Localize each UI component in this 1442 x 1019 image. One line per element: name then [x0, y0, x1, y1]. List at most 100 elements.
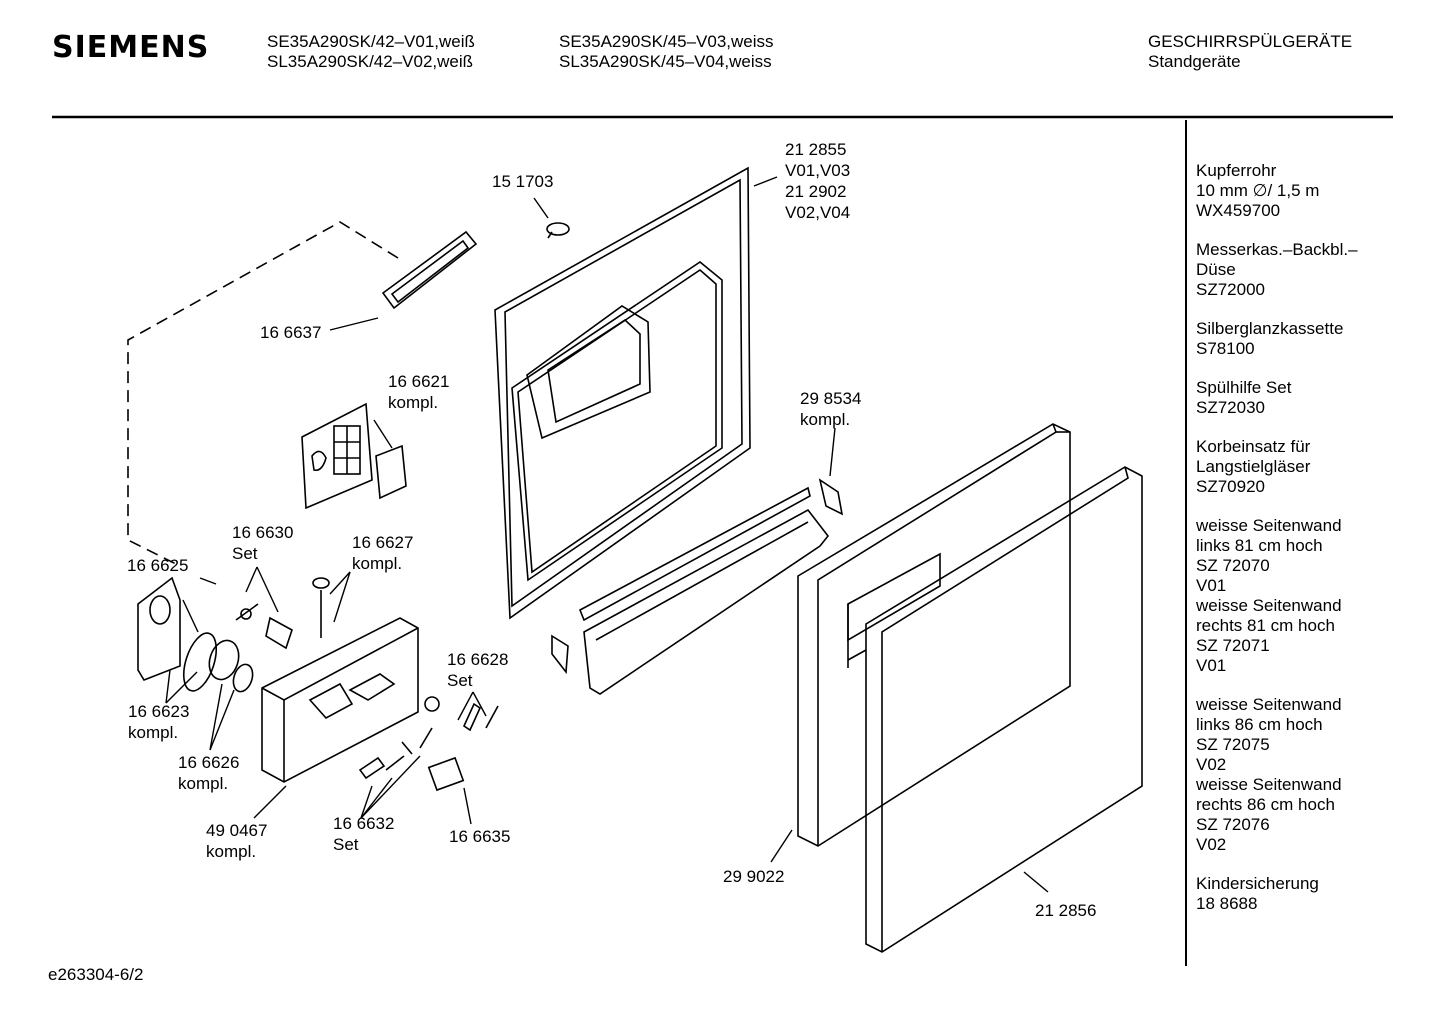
- profile-strip-part: [551, 478, 844, 695]
- accessory-line: SZ 72075: [1196, 735, 1270, 754]
- model-item: SL35A290SK/45–V04,weiss: [559, 52, 772, 71]
- accessory-item: Korbeinsatz für Langstielgläser SZ70920: [1196, 437, 1436, 497]
- accessory-line: SZ72000: [1196, 280, 1265, 299]
- part-number: 49 0467: [206, 821, 268, 840]
- part-label-298534: 29 8534 kompl.: [800, 388, 861, 430]
- accessory-line: V02: [1196, 755, 1227, 774]
- accessory-line: Messerkas.–Backbl.–: [1196, 240, 1358, 259]
- leader-lines: [165, 176, 1049, 893]
- category-block: GESCHIRRSPÜLGERÄTE Standgeräte: [1148, 32, 1352, 72]
- accessory-line: rechts 81 cm hoch: [1196, 616, 1335, 635]
- accessory-item: weisse Seitenwand links 86 cm hoch SZ 72…: [1196, 695, 1436, 855]
- screw-part: [546, 222, 570, 239]
- accessory-line: Spülhilfe Set: [1196, 378, 1292, 397]
- accessory-line: SZ 72070: [1196, 556, 1270, 575]
- accessory-line: weisse Seitenwand: [1196, 695, 1342, 714]
- part-label-212856: 21 2856: [1035, 901, 1097, 920]
- part-note: kompl.: [128, 723, 179, 742]
- part-variant: V02,V04: [785, 203, 851, 222]
- accessory-line: V01: [1196, 656, 1227, 675]
- rinse-aid-cap-part: [137, 576, 254, 693]
- part-note: Set: [333, 835, 359, 854]
- accessory-line: Kindersicherung: [1196, 874, 1319, 893]
- accessory-line: Korbeinsatz für: [1196, 437, 1311, 456]
- part-note: kompl.: [178, 774, 229, 793]
- part-number: 29 8534: [800, 389, 862, 408]
- part-number: 16 6632: [333, 814, 395, 833]
- accessory-line: links 81 cm hoch: [1196, 536, 1323, 555]
- part-label-166626: 16 6626 kompl.: [178, 752, 239, 794]
- accessory-item: Kindersicherung 18 8688: [1196, 874, 1436, 914]
- drawing-id: e263304-6/2: [48, 965, 144, 984]
- part-note: kompl.: [352, 554, 403, 573]
- category-title: GESCHIRRSPÜLGERÄTE: [1148, 32, 1353, 51]
- part-label-166625: 16 6625: [127, 556, 189, 575]
- accessory-line: V02: [1196, 835, 1227, 854]
- part-label-166623: 16 6623 kompl.: [128, 701, 189, 743]
- small-parts: [358, 696, 499, 792]
- brand-logo: SIEMENS: [52, 30, 210, 65]
- part-label-166637: 16 6637: [260, 323, 322, 342]
- part-number: 16 6630: [232, 523, 294, 542]
- accessory-item: weisse Seitenwand links 81 cm hoch SZ 72…: [1196, 516, 1436, 676]
- accessory-line: SZ 72071: [1196, 636, 1270, 655]
- model-item: SE35A290SK/42–V01,weiß: [267, 32, 475, 51]
- part-number: 16 6621: [388, 372, 450, 391]
- part-variant: V01,V03: [785, 161, 851, 180]
- part-label-166630: 16 6630 Set: [232, 522, 293, 564]
- part-number: 21 2855: [785, 140, 847, 159]
- accessory-line: Langstielgläser: [1196, 457, 1311, 476]
- accessory-line: Düse: [1196, 260, 1236, 279]
- part-note: kompl.: [388, 393, 439, 412]
- accessory-line: links 86 cm hoch: [1196, 715, 1323, 734]
- part-label-151703: 15 1703: [492, 172, 554, 191]
- part-label-166627: 16 6627 kompl.: [352, 532, 413, 574]
- accessory-line: weisse Seitenwand: [1196, 775, 1342, 794]
- part-label-166632: 16 6632 Set: [333, 813, 394, 855]
- accessory-line: 18 8688: [1196, 894, 1258, 913]
- accessory-line: WX459700: [1196, 201, 1281, 220]
- part-note: Set: [447, 671, 473, 690]
- accessory-line: 10 mm ∅/ 1,5 m: [1196, 181, 1320, 200]
- part-number: 16 6623: [128, 702, 190, 721]
- dispenser-housing-part: [261, 617, 419, 783]
- decor-panel: [847, 466, 1143, 953]
- accessory-item: Spülhilfe Set SZ72030: [1196, 378, 1436, 418]
- part-label-299022: 29 9022: [723, 867, 785, 886]
- outer-door-panel: [797, 423, 1071, 847]
- inner-door-panel: [494, 166, 751, 620]
- part-label-166635: 16 6635: [449, 827, 511, 846]
- part-number: 16 6626: [178, 753, 240, 772]
- part-label-490467: 49 0467 kompl.: [206, 820, 267, 862]
- lever-part: [235, 577, 330, 650]
- part-label-212855: 21 2855 V01,V03 21 2902 V02,V04: [785, 139, 850, 223]
- part-note: kompl.: [800, 410, 851, 429]
- accessory-line: S78100: [1196, 339, 1255, 358]
- accessory-line: SZ 72076: [1196, 815, 1270, 834]
- accessory-line: SZ72030: [1196, 398, 1265, 417]
- accessories-list: Kupferrohr 10 mm ∅/ 1,5 m WX459700 Messe…: [1196, 161, 1436, 933]
- dispenser-cover-part: [375, 444, 407, 500]
- model-list-1: SE35A290SK/42–V01,weiß SL35A290SK/42–V02…: [267, 32, 475, 72]
- model-item: SL35A290SK/42–V02,weiß: [267, 52, 474, 71]
- model-item: SE35A290SK/45–V03,weiss: [559, 32, 774, 51]
- accessory-line: weisse Seitenwand: [1196, 516, 1342, 535]
- accessory-line: V01: [1196, 576, 1227, 595]
- model-list-2: SE35A290SK/45–V03,weiss SL35A290SK/45–V0…: [559, 32, 774, 72]
- accessory-item: Silberglanzkassette S78100: [1196, 319, 1436, 359]
- seal-frame-part: [381, 230, 478, 310]
- part-note: Set: [232, 544, 258, 563]
- part-number: 16 6627: [352, 533, 414, 552]
- accessory-line: weisse Seitenwand: [1196, 596, 1342, 615]
- accessory-item: Messerkas.–Backbl.– Düse SZ72000: [1196, 240, 1436, 300]
- subcategory-title: Standgeräte: [1148, 52, 1241, 71]
- accessory-line: Kupferrohr: [1196, 161, 1277, 180]
- accessory-line: Silberglanzkassette: [1196, 319, 1344, 338]
- part-label-166628: 16 6628 Set: [447, 649, 508, 691]
- accessory-line: SZ70920: [1196, 477, 1265, 496]
- accessory-line: rechts 86 cm hoch: [1196, 795, 1335, 814]
- part-label-166621: 16 6621 kompl.: [388, 371, 449, 413]
- assembly-dashed-line: [127, 221, 399, 566]
- part-number: 21 2902: [785, 182, 847, 201]
